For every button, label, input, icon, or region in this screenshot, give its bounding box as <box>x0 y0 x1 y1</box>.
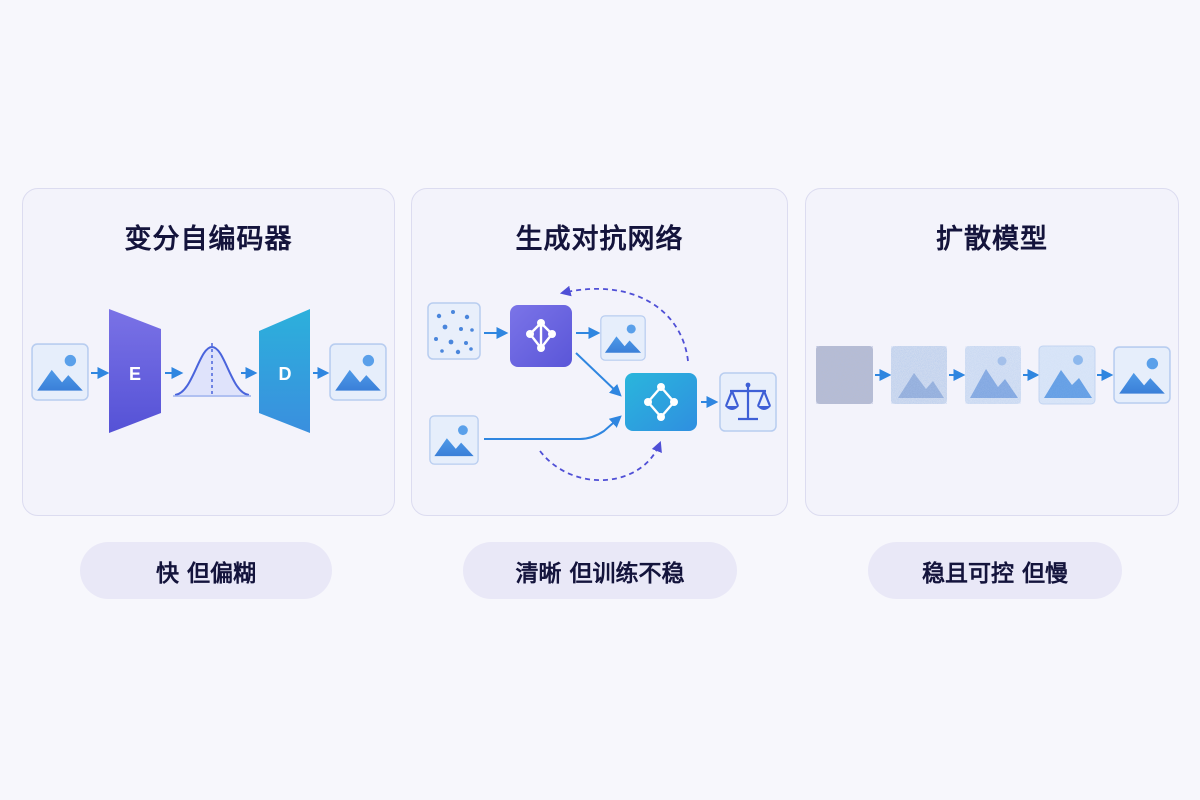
diffusion-panel: 扩散模型 <box>805 188 1179 516</box>
arrow-icon <box>575 352 622 397</box>
real-image-icon <box>429 415 479 465</box>
denoise-step-3-icon <box>1038 345 1096 405</box>
vae-title: 变分自编码器 <box>124 224 293 255</box>
generator-network-icon <box>510 305 572 367</box>
scale-icon <box>719 372 777 432</box>
discriminator-network-icon <box>625 373 697 431</box>
vae-diagram: E D <box>31 309 387 433</box>
gan-panel: 生成对抗网络 <box>411 188 788 516</box>
decoder-block: D <box>259 309 310 433</box>
gan-title: 生成对抗网络 <box>515 224 684 255</box>
output-image-icon <box>329 343 387 401</box>
diffusion-title: 扩散模型 <box>936 224 1048 255</box>
clean-image-icon <box>1113 346 1171 404</box>
feedback-arrow-icon <box>559 285 689 362</box>
vae-summary-pill: 快 但偏糊 <box>80 542 332 599</box>
encoder-block: E <box>109 309 161 433</box>
generated-image-icon <box>600 315 646 361</box>
diffusion-diagram <box>816 345 1171 405</box>
noise-input-icon <box>427 302 481 360</box>
input-image-icon <box>31 343 89 401</box>
denoise-step-2-icon <box>965 346 1021 404</box>
noise-image-icon <box>816 346 873 404</box>
encoder-label: E <box>129 364 141 384</box>
arrow-icon <box>484 415 622 440</box>
gan-diagram <box>427 285 777 481</box>
gaussian-curve-icon <box>173 343 251 397</box>
decoder-label: D <box>279 364 292 384</box>
gan-summary-pill: 清晰 但训练不稳 <box>463 542 737 599</box>
diffusion-summary-pill: 稳且可控 但慢 <box>868 542 1122 599</box>
feedback-arrow-icon <box>539 440 662 481</box>
denoise-step-1-icon <box>891 346 947 404</box>
vae-panel: 变分自编码器 E D <box>22 188 395 516</box>
